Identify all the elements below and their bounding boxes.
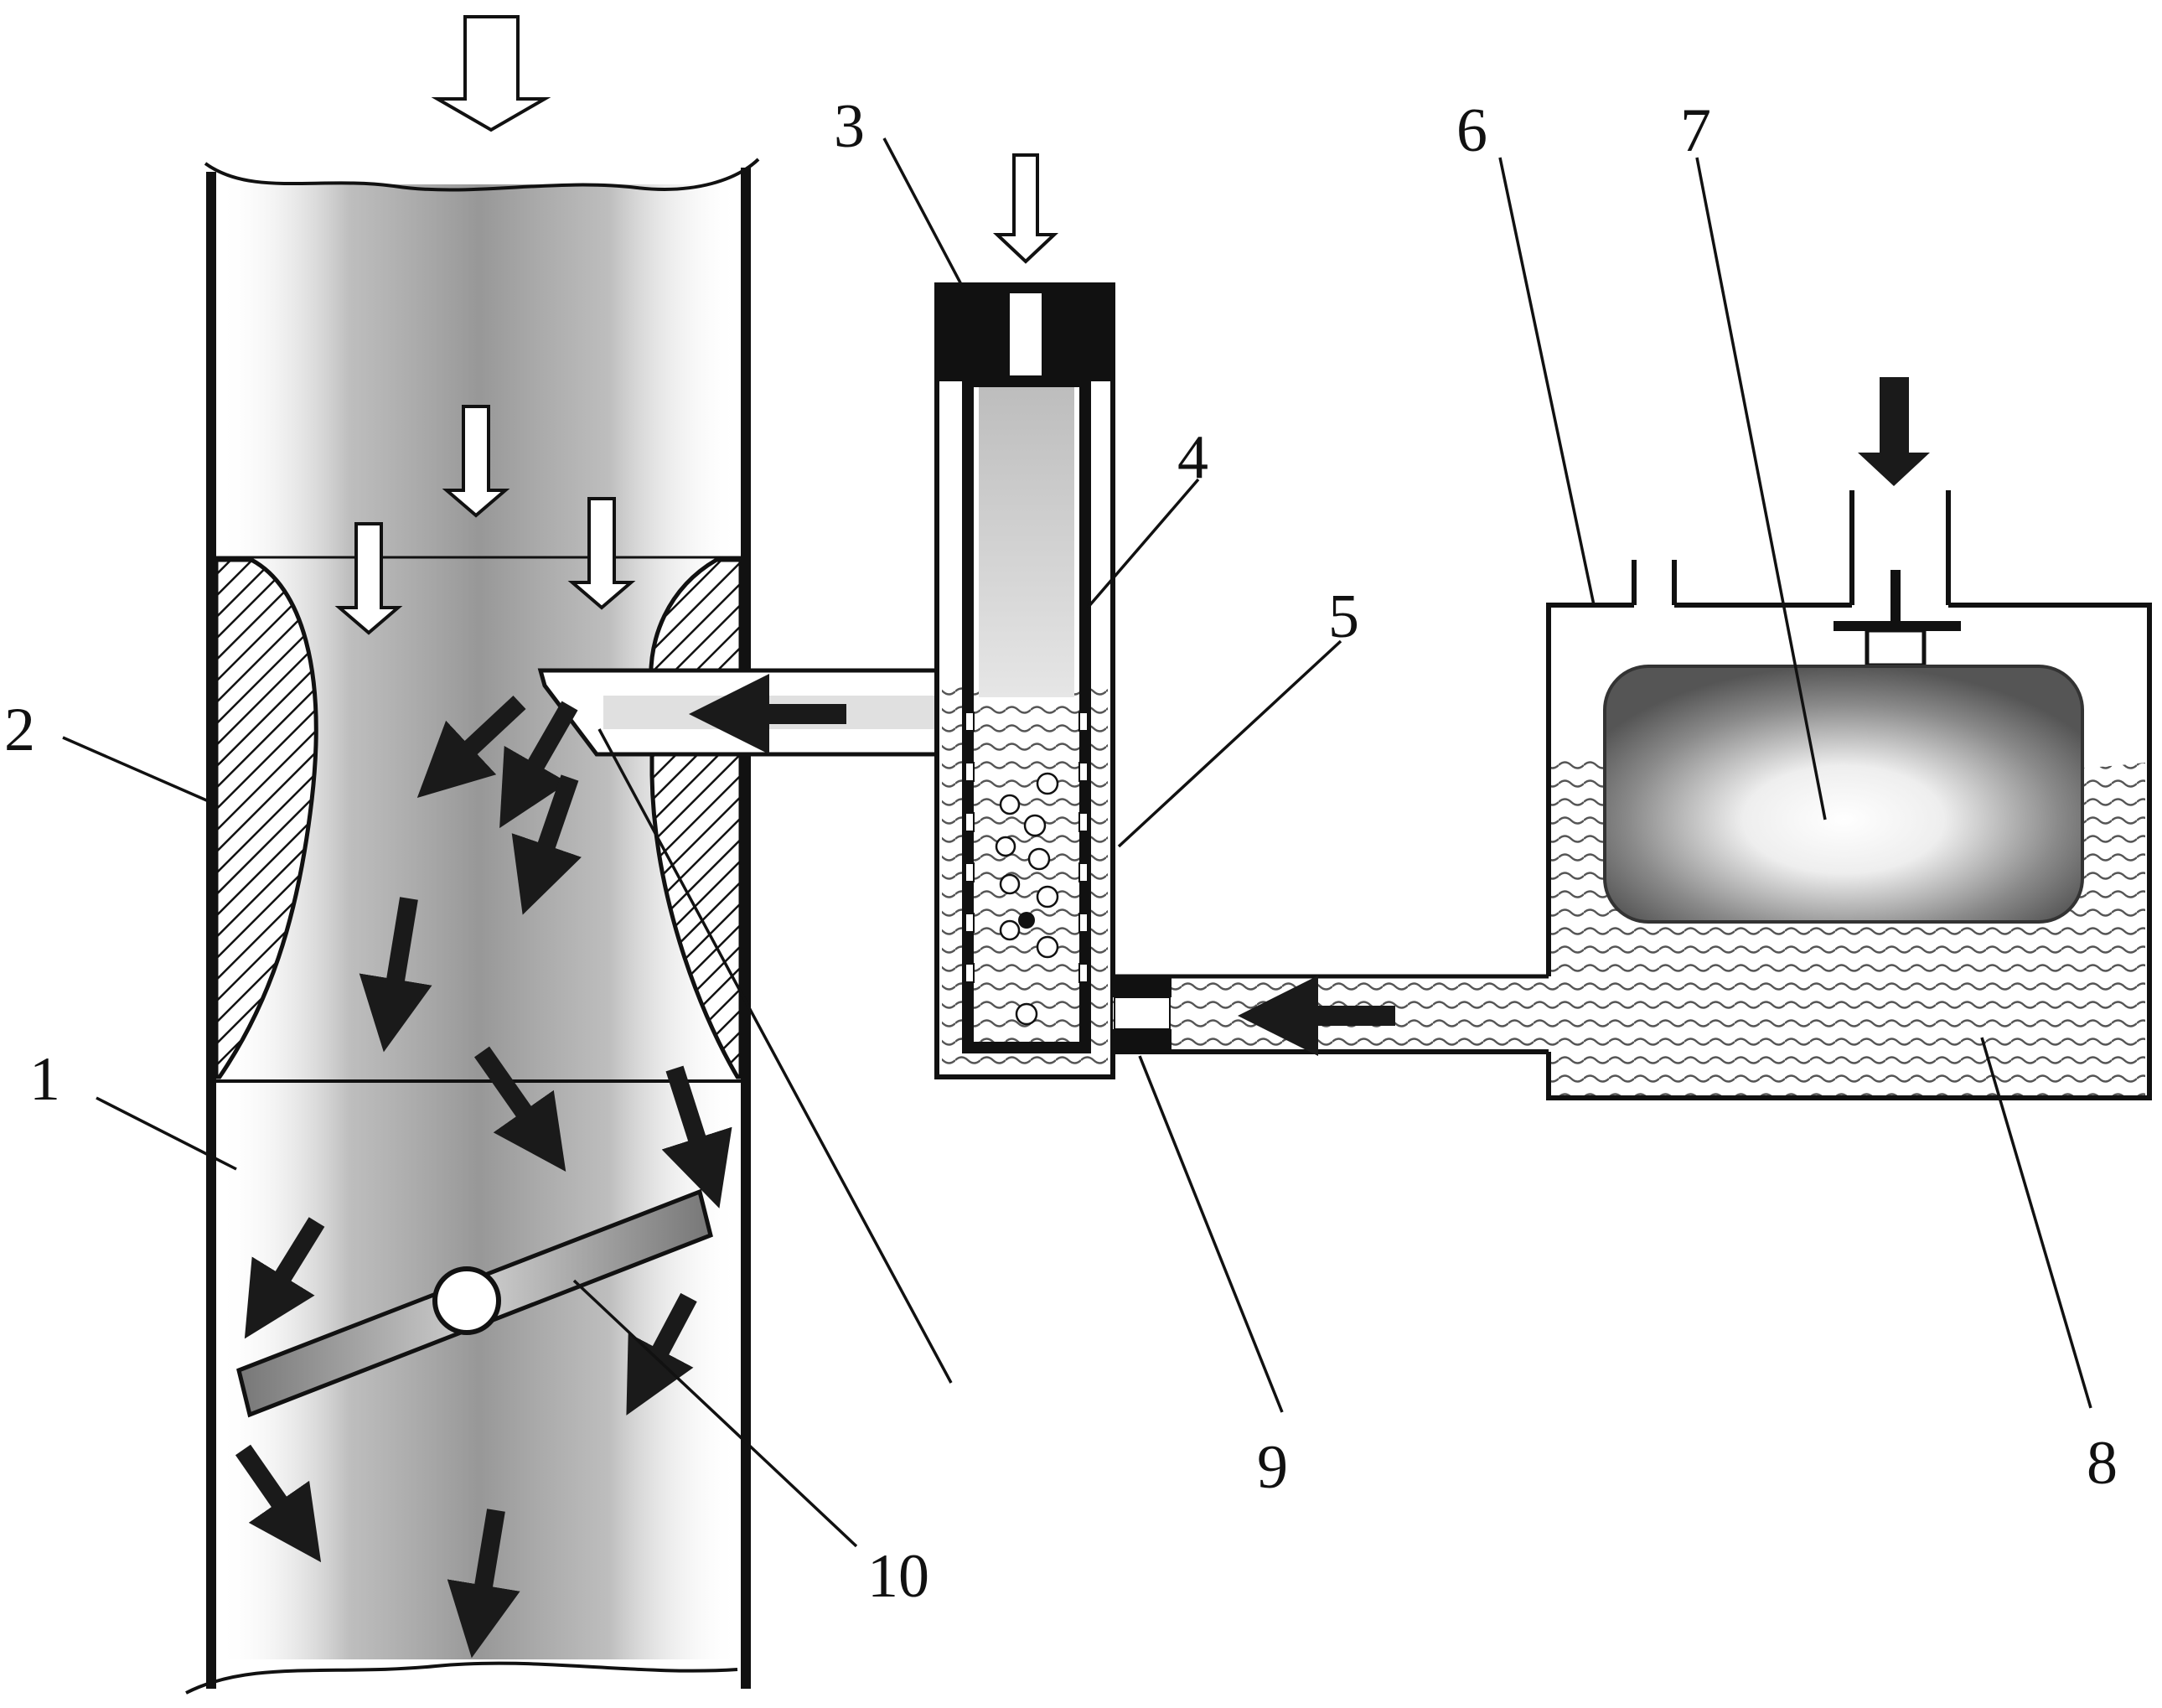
leader-8 <box>1980 1037 2092 1409</box>
throttle-valve <box>236 1188 713 1418</box>
emulsion-well <box>934 282 1115 1079</box>
main-jet-orifice <box>1114 996 1171 1030</box>
emulsion-tube-fuel <box>979 697 1074 1041</box>
well-air-arrow-icon <box>992 153 1059 264</box>
label-2: 2 <box>4 696 35 764</box>
chamber-walls <box>1546 603 2152 1100</box>
main-jet-top <box>1113 976 1172 997</box>
air-arrow-icon <box>334 522 403 635</box>
air-inlet-arrows <box>334 15 1059 635</box>
label-4: 4 <box>1177 423 1208 492</box>
air-bubbles <box>995 772 1059 1026</box>
number-labels: 1 2 3 4 5 6 7 8 9 10 <box>4 92 2118 1611</box>
mixture-arrow-icon <box>244 1217 325 1339</box>
fuel-passage <box>1113 974 1549 1056</box>
mixture-arrow-icon <box>235 1444 322 1563</box>
fuel-droplet <box>1018 912 1035 929</box>
label-10: 10 <box>867 1542 929 1611</box>
leader-lines <box>62 137 2092 1548</box>
air-jet-hole <box>1010 293 1042 377</box>
mixture-arrow-icon <box>447 1509 520 1659</box>
emulsion-tube-air <box>979 387 1074 697</box>
mixture-arrow-icon <box>359 897 432 1053</box>
mixture-arrow-icon <box>511 774 582 915</box>
leader-5 <box>1117 639 1342 848</box>
mixture-arrow-icon <box>416 695 526 799</box>
label-9: 9 <box>1257 1433 1288 1502</box>
leader-6 <box>1498 157 1596 606</box>
leader-9 <box>1138 1055 1284 1413</box>
label-1: 1 <box>29 1045 60 1114</box>
needle-valve-body <box>1865 628 1927 668</box>
leader-venturi-nozzle <box>597 728 953 1384</box>
leader-4 <box>1086 478 1200 609</box>
bottom-break-line <box>185 1661 738 1695</box>
mixture-arrow-icon <box>661 1065 732 1209</box>
label-5: 5 <box>1328 582 1359 651</box>
label-6: 6 <box>1456 96 1487 165</box>
float <box>1603 665 2084 924</box>
emulsion-tube-perforations <box>965 712 1089 983</box>
leader-10 <box>572 1279 858 1548</box>
fuel-nozzle <box>537 668 945 757</box>
air-arrow-icon <box>442 405 510 518</box>
mixture-flow-arrows <box>235 695 732 1659</box>
mixture-arrow-icon <box>626 1292 697 1416</box>
mixture-arrow-icon <box>499 701 578 829</box>
leader-7 <box>1695 157 1827 820</box>
throttle-shaft <box>432 1266 501 1335</box>
leader-3 <box>882 137 965 290</box>
fuel-inlet-arrow-icon <box>1858 377 1930 486</box>
top-break-line <box>204 158 760 192</box>
label-8: 8 <box>2087 1429 2118 1498</box>
mixture-arrow-icon <box>473 1046 566 1172</box>
main-air-arrow-icon <box>431 15 551 132</box>
leader-1 <box>96 1096 237 1171</box>
air-arrow-icon <box>567 497 636 610</box>
float-chamber <box>1546 490 2152 1100</box>
venturi-left-wall <box>214 557 318 1079</box>
label-7: 7 <box>1680 96 1711 165</box>
label-3: 3 <box>834 92 865 161</box>
main-jet-bottom <box>1113 1029 1172 1052</box>
leader-2 <box>62 736 217 806</box>
